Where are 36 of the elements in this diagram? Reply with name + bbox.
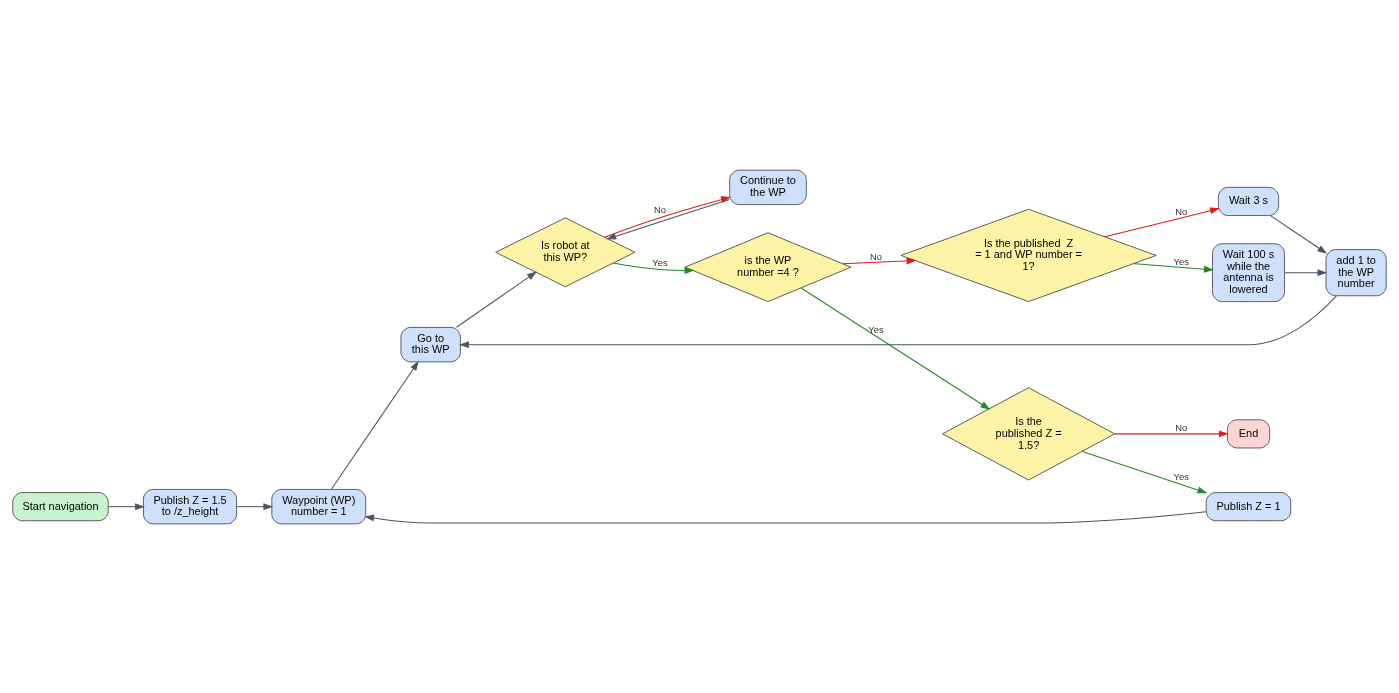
node-box: Go to this WP [400,326,461,362]
node-box: Publish Z = 1 [1205,491,1292,521]
node-diamond: Is the published Z = 1 and WP number = 1? [900,208,1157,302]
arrow [364,510,1207,524]
node-box: Publish Z = 1.5 to /z_height [143,488,237,524]
node-box: Start navigation [12,491,109,521]
arrow [108,502,145,510]
edge-label: Yes [868,323,884,335]
arrow [1114,429,1229,437]
node-diamond: Is robot at this WP? [495,217,636,287]
arrow [1104,206,1220,237]
node-diamond: Is the published Z = 1.5? [942,386,1116,480]
node-box: Continue to the WP [729,169,807,205]
arrow [455,270,537,328]
edge-label: No [653,203,666,215]
arrow [1081,450,1208,493]
edge-label: Yes [1173,470,1189,482]
arrow [1269,214,1328,254]
node-box: Waypoint (WP) number = 1 [271,488,367,524]
node-box: End [1226,418,1271,448]
arrow [330,360,419,490]
node-box: Wait 100 s while the antenna is lowered [1212,242,1285,302]
arrow [458,294,1337,348]
arrow [236,502,274,510]
arrow [1284,268,1328,276]
arrow [800,286,991,410]
edge-label: No [1175,421,1188,433]
edge-label: Yes [1173,255,1189,267]
arrow [612,262,695,274]
node-box: Wait 3 s [1217,186,1280,216]
arrow [842,256,917,264]
edge-label: No [869,250,882,262]
edge-label: Yes [652,256,668,268]
edge-label: No [1175,205,1188,217]
arrow [1133,262,1214,273]
node-box: add 1 to the WP number [1325,248,1387,296]
